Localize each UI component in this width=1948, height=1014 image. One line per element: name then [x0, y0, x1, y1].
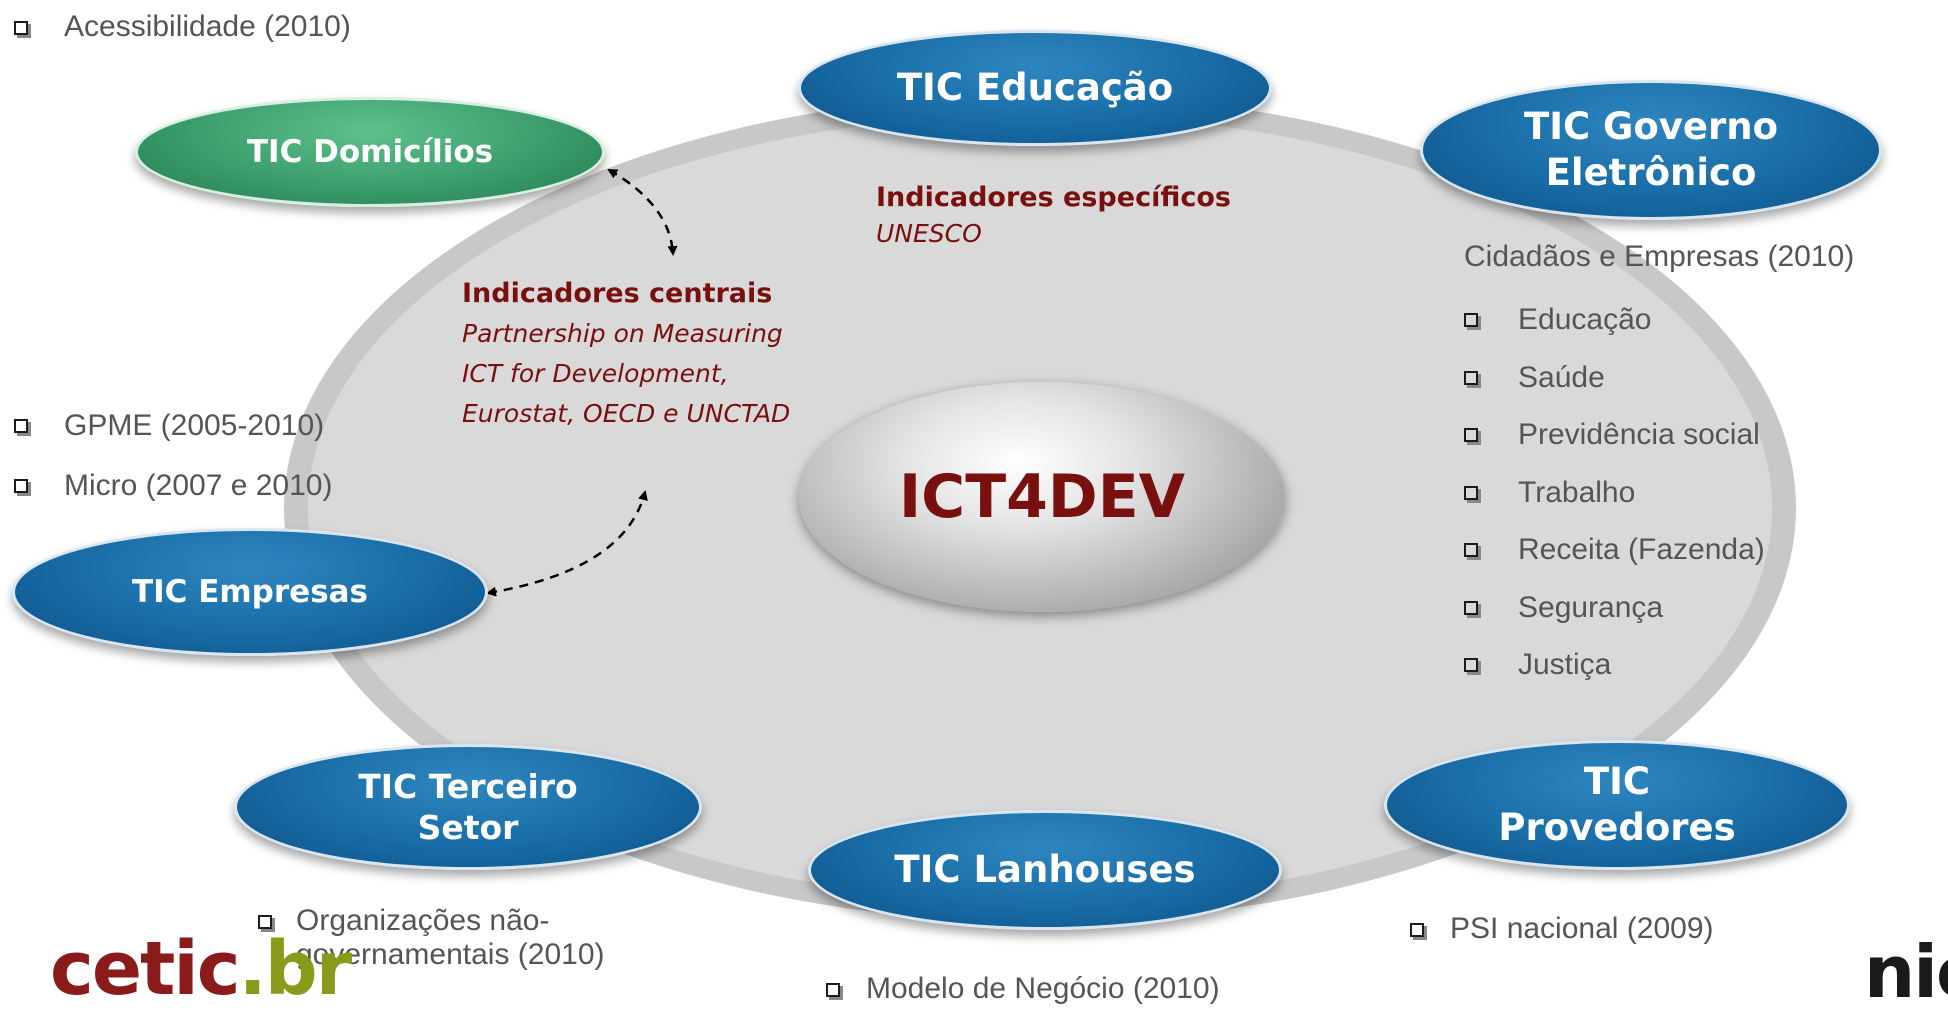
- node-tic-lanhouses: TIC Lanhouses: [808, 810, 1282, 930]
- checkbox-bullet-icon: [14, 479, 28, 493]
- node-tic-terceiro-setor: TIC Terceiro Setor: [234, 744, 702, 870]
- checkbox-bullet-icon: [14, 21, 28, 35]
- connector-empresas: [486, 490, 648, 597]
- center-ict4dev: ICT4DEV: [799, 382, 1285, 612]
- list-terceiro-setor: Organizações não-governamentais (2010): [258, 904, 738, 972]
- list-item: Educação: [1464, 291, 1765, 349]
- nic-logo: nic.: [1864, 936, 1948, 1008]
- indicadores-centrais: Indicadores centrais Partnership on Meas…: [462, 274, 802, 434]
- node-tic-educacao-label: TIC Educação: [896, 65, 1174, 109]
- node-tic-lanhouses-label: TIC Lanhouses: [894, 847, 1196, 891]
- checkbox-bullet-icon: [1464, 600, 1478, 615]
- node-tic-provedores: TIC Provedores: [1384, 740, 1850, 870]
- indicadores-especificos-source: UNESCO: [876, 219, 982, 248]
- checkbox-bullet-icon: [1464, 370, 1478, 385]
- node-tic-domicilios: TIC Domicílios: [135, 97, 605, 207]
- list-item: GPME (2005-2010): [14, 396, 332, 456]
- list-empresas: GPME (2005-2010) Micro (2007 e 2010): [14, 396, 332, 516]
- list-item: Acessibilidade (2010): [14, 10, 351, 44]
- indicadores-especificos-title: Indicadores específicos: [876, 182, 1231, 213]
- indicadores-centrais-source: Partnership on Measuring ICT for Develop…: [462, 319, 791, 428]
- cetic-logo: cetic.br: [50, 930, 352, 1008]
- list-item: Receita (Fazenda): [1464, 521, 1765, 579]
- list-item: Justiça: [1464, 636, 1765, 694]
- center-label: ICT4DEV: [898, 462, 1186, 532]
- governo-heading: Cidadãos e Empresas (2010): [1464, 240, 1855, 273]
- checkbox-bullet-icon: [1464, 485, 1478, 500]
- node-tic-provedores-label: TIC Provedores: [1498, 759, 1736, 849]
- node-tic-educacao: TIC Educação: [798, 30, 1272, 146]
- list-item: PSI nacional (2009): [1410, 912, 1714, 946]
- node-tic-empresas-label: TIC Empresas: [131, 573, 369, 610]
- list-item: Previdência social: [1464, 406, 1765, 464]
- list-item: Segurança: [1464, 579, 1765, 637]
- checkbox-bullet-icon: [826, 983, 840, 997]
- cetic-logo-suffix: .br: [238, 926, 353, 1012]
- list-item: Saúde: [1464, 349, 1765, 407]
- checkbox-bullet-icon: [1464, 543, 1478, 557]
- connector-domicilios: [607, 168, 678, 256]
- node-tic-domicilios-label: TIC Domicílios: [246, 133, 494, 170]
- list-item: Micro (2007 e 2010): [14, 456, 332, 516]
- indicadores-especificos: Indicadores específicos UNESCO: [876, 182, 1296, 248]
- cetic-logo-text: cetic: [50, 926, 241, 1012]
- node-tic-governo: TIC Governo Eletrônico: [1420, 80, 1882, 220]
- node-tic-empresas: TIC Empresas: [12, 528, 488, 656]
- nic-logo-text: nic.: [1864, 930, 1948, 1014]
- checkbox-bullet-icon: [1464, 658, 1478, 672]
- checkbox-bullet-icon: [1464, 313, 1478, 327]
- node-tic-terceiro-setor-label: TIC Terceiro Setor: [358, 766, 578, 847]
- list-lanhouses: Modelo de Negócio (2010): [826, 972, 1220, 1006]
- list-governo: Educação Saúde Previdência social Trabal…: [1464, 291, 1765, 694]
- list-item: Organizações não-governamentais (2010): [258, 904, 738, 972]
- list-item: Modelo de Negócio (2010): [826, 972, 1220, 1006]
- indicadores-centrais-title: Indicadores centrais: [462, 278, 773, 309]
- checkbox-bullet-icon: [14, 419, 28, 433]
- checkbox-bullet-icon: [1464, 428, 1478, 442]
- checkbox-bullet-icon: [1410, 923, 1424, 937]
- checkbox-bullet-icon: [258, 915, 272, 929]
- list-item: Trabalho: [1464, 464, 1765, 522]
- list-domicilios: Acessibilidade (2010): [14, 10, 351, 44]
- node-tic-governo-label: TIC Governo Eletrônico: [1523, 104, 1779, 194]
- list-provedores: PSI nacional (2009): [1410, 912, 1714, 946]
